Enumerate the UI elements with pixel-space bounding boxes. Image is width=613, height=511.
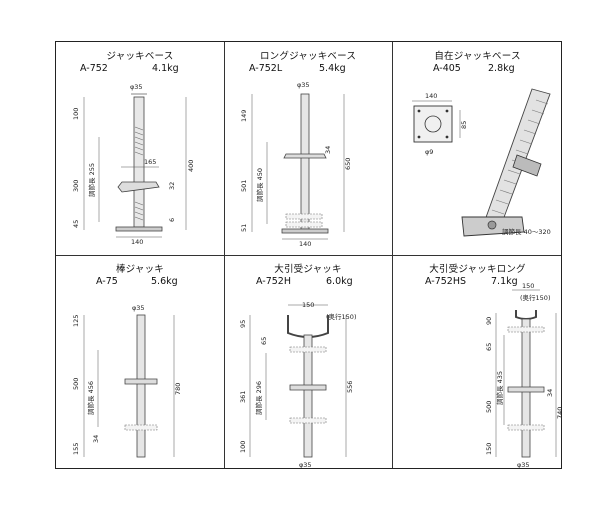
dim-width: 150 (302, 301, 314, 309)
product-spec-grid: ジャッキベース A-752 4.1kg φ35 100 300 45 調節長 2… (55, 41, 564, 470)
dim-top: 95 (239, 320, 247, 328)
jack-base-drawing: φ35 100 300 45 調節長 255 400 165 32 6 140 (72, 83, 195, 246)
dim-34: 34 (324, 146, 332, 154)
product-model: A-752 (80, 63, 108, 74)
bar-jack-drawing: φ35 125 500 155 調節長 456 34 780 (72, 304, 182, 458)
dim-top: 149 (240, 110, 248, 122)
dim-depth: (奥行150) (326, 312, 356, 321)
grid-divider (56, 255, 561, 256)
dim-base: 45 (72, 220, 80, 228)
product-weight: 2.8kg (488, 63, 515, 74)
dim-6: 6 (168, 218, 176, 222)
dim-height: 780 (174, 383, 182, 395)
dim-top: 125 (72, 315, 80, 327)
dim-adjust: 調節長 435 (495, 371, 504, 405)
dim-diameter: φ35 (132, 304, 145, 312)
dim-mid: 361 (239, 391, 247, 403)
dim-adjust: 調節長 296 (254, 381, 263, 415)
product-title: 大引受ジャッキ (274, 264, 342, 275)
dim-plate: 140 (131, 238, 143, 246)
dim-65: 65 (260, 337, 268, 345)
product-model: A-405 (433, 63, 461, 74)
dim-height: 740 (556, 407, 564, 419)
dim-depth: 85 (460, 121, 468, 129)
dim-width: 165 (144, 158, 156, 166)
dim-51: 51 (240, 224, 248, 232)
dim-diameter: φ35 (299, 461, 312, 469)
product-weight: 4.1kg (152, 63, 179, 74)
dim-width: 150 (522, 282, 534, 290)
product-cell-swivel-jack-base: 自在ジャッキベース A-405 2.8kg 140 85 φ9 調節長 40～3… (392, 42, 563, 255)
dim-bottom: 100 (239, 441, 247, 453)
dim-adjust: 調節長 450 (255, 168, 264, 202)
beam-jack-long-drawing: 150 (奥行150) 90 65 500 150 調節長 435 34 740… (485, 282, 564, 469)
product-title: ロングジャッキベース (259, 51, 357, 62)
product-weight: 5.6kg (151, 276, 178, 287)
product-title: 大引受ジャッキロング (429, 264, 526, 275)
product-cell-jack-base: ジャッキベース A-752 4.1kg φ35 100 300 45 調節長 2… (56, 42, 224, 255)
product-cell-long-jack-base: ロングジャッキベース A-752L 5.4kg φ35 149 501 51 調… (224, 42, 392, 255)
dim-bottom: 300 (72, 180, 80, 192)
swivel-jack-base-drawing: 140 85 φ9 調節長 40～320 (412, 88, 551, 237)
dim-diameter: φ35 (517, 461, 530, 469)
dim-adjust: 調節長 255 (87, 163, 96, 197)
dim-top: 90 (485, 317, 493, 325)
dim-32: 32 (168, 182, 176, 190)
dim-height: 400 (187, 160, 195, 172)
dim-plate: 140 (299, 240, 311, 248)
dim-adjust: 調節長 456 (86, 381, 95, 415)
product-weight: 5.4kg (319, 63, 346, 74)
product-cell-beam-jack-long: 大引受ジャッキロング A-752HS 7.1kg 150 (奥行150) 90 … (392, 255, 564, 470)
dim-mid: 500 (485, 401, 493, 413)
product-title: 棒ジャッキ (115, 264, 165, 275)
dim-width: 140 (425, 92, 437, 100)
product-model: A-752L (249, 63, 283, 74)
product-model: A-752HS (425, 276, 467, 287)
dim-height: 650 (344, 158, 352, 170)
dim-height: 556 (346, 381, 354, 393)
dim-top: 100 (72, 108, 80, 120)
dim-65: 65 (485, 343, 493, 351)
dim-hole: φ9 (425, 148, 433, 156)
dim-mid: 500 (72, 378, 80, 390)
product-cell-beam-jack: 大引受ジャッキ A-752H 6.0kg 150 (奥行150) 95 361 … (224, 255, 392, 470)
dim-depth: (奥行150) (520, 293, 550, 302)
dim-diameter: φ35 (130, 83, 143, 91)
long-jack-base-drawing: φ35 149 501 51 調節長 450 650 34 140 (240, 81, 352, 248)
product-weight: 7.1kg (491, 276, 518, 287)
dim-34: 34 (546, 389, 554, 397)
dim-bottom: 150 (485, 443, 493, 455)
dim-bottom: 501 (240, 180, 248, 192)
dim-diameter: φ35 (297, 81, 310, 89)
product-model: A-75 (96, 276, 118, 287)
product-title: 自在ジャッキベース (434, 51, 521, 62)
dim-34: 34 (92, 435, 100, 443)
dim-bottom: 155 (72, 443, 80, 455)
product-cell-bar-jack: 棒ジャッキ A-75 5.6kg φ35 125 500 155 調節長 456… (56, 255, 224, 470)
product-title: ジャッキベース (106, 51, 174, 62)
product-weight: 6.0kg (326, 276, 353, 287)
product-model: A-752H (256, 276, 291, 287)
beam-jack-drawing: 150 (奥行150) 95 361 100 65 調節長 296 556 φ3… (239, 301, 356, 469)
dim-adjust: 調節長 40～320 (502, 227, 551, 236)
